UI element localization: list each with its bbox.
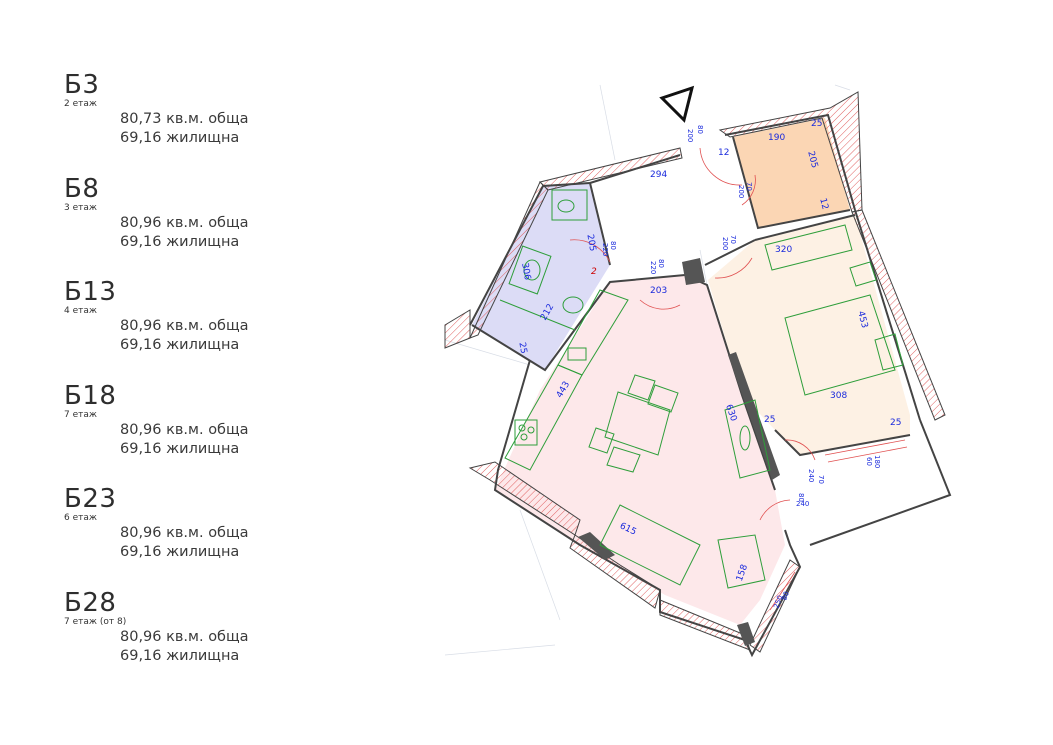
unit-code: Б18 — [64, 380, 117, 411]
toilet-icon — [551, 189, 588, 221]
unit-floor: 7 етаж (от 8) — [64, 616, 127, 627]
dim-door-n: 240 — [796, 500, 809, 508]
unit-total-area: 80,73 кв.м. обща — [120, 111, 249, 127]
dim-bath-door: 205 — [584, 234, 597, 253]
unit-total-area: 80,96 кв.м. обща — [120, 318, 249, 334]
dim-door-p: 60 — [865, 457, 873, 466]
north-triangle-icon — [659, 85, 695, 123]
dim-bed-wall-left: 25 — [764, 415, 775, 425]
furniture — [499, 189, 904, 589]
unit-floor: 2 етаж — [64, 99, 97, 109]
dim-storage-wall-top: 25 — [811, 119, 822, 129]
unit-code: Б3 — [64, 70, 100, 100]
unit-code: Б13 — [64, 277, 117, 307]
bathroom-area — [472, 183, 610, 370]
unit-entry-b18[interactable]: Б18 7 етаж 80,96 кв.м. обща 69,16 жилищн… — [64, 381, 364, 485]
shower-icon — [562, 296, 584, 314]
dim-door-h: 220 — [649, 261, 657, 274]
dim-door-g: 80 — [657, 259, 665, 268]
unit-total-area: 80,96 кв.м. обща — [120, 628, 249, 645]
unit-entry-b28[interactable]: Б28 7 етаж (от 8) 80,96 кв.м. обща 69,16… — [64, 588, 364, 692]
dim-bed-wall-right: 25 — [890, 418, 901, 428]
dim-kitchen-door: 203 — [650, 286, 667, 296]
dim-storage-wall-right: 12 — [817, 197, 830, 211]
unit-floor: 6 етаж — [64, 513, 97, 523]
unit-code: Б28 — [64, 587, 117, 618]
dim-door-f: 220 — [601, 243, 609, 256]
unit-listing: Б3 2 етаж 80,73 кв.м. обща 69,16 жилищна… — [64, 70, 364, 691]
sink-icon — [567, 347, 587, 361]
unit-total-area: 80,96 кв.м. обща — [120, 525, 249, 541]
room-number: 2 — [591, 267, 597, 277]
unit-living-area: 69,16 жилищна — [120, 647, 240, 664]
floor-plan: 294 205 306 212 25 203 443 615 158 630 3… — [444, 84, 952, 658]
sofa-icon — [599, 504, 701, 586]
dim-storage-width: 190 — [768, 133, 785, 143]
exterior-walls — [444, 91, 946, 653]
dim-door-i: 70 — [729, 235, 737, 244]
unit-total-area: 80,96 кв.м. обща — [120, 421, 249, 438]
armchair-icon — [717, 534, 766, 589]
dim-door-q: 80 — [780, 590, 791, 601]
table-icon — [604, 391, 671, 456]
unit-entry-b8[interactable]: Б8 3 етаж 80,96 кв.м. обща 69,16 жилищна — [64, 174, 364, 278]
dim-door-l: 240 — [807, 469, 815, 482]
unit-entry-b13[interactable]: Б13 4 етаж 80,96 кв.м. обща 69,16 жилищн… — [64, 277, 364, 381]
unit-code: Б23 — [64, 484, 117, 514]
unit-entry-b23[interactable]: Б23 6 етаж 80,96 кв.м. обща 69,16 жилищн… — [64, 484, 364, 588]
unit-floor: 4 етаж — [64, 306, 97, 316]
unit-entry-b3[interactable]: Б3 2 етаж 80,73 кв.м. обща 69,16 жилищна — [64, 70, 364, 174]
toilet-icon — [557, 199, 575, 213]
dim-door-c: 70 — [745, 182, 753, 191]
partition-walls — [578, 258, 780, 646]
dim-door-d: 200 — [737, 185, 745, 198]
dim-bath-length: 306 — [519, 262, 532, 281]
sink-icon — [508, 245, 552, 295]
dim-door-m: 80 — [797, 493, 805, 502]
dim-bed-side: 453 — [855, 310, 869, 329]
unit-living-area: 69,16 жилищна — [120, 337, 240, 353]
unit-floor: 7 етаж — [64, 409, 97, 420]
unit-code: Б8 — [64, 173, 100, 204]
unit-living-area: 69,16 жилищна — [120, 130, 240, 146]
dim-door-j: 200 — [721, 237, 729, 250]
unit-living-area: 69,16 жилищна — [120, 544, 240, 560]
door-swings — [569, 147, 908, 611]
bedroom-area — [708, 215, 910, 455]
dim-door-a: 80 — [696, 125, 704, 134]
dim-bath-wall: 25 — [516, 342, 528, 355]
living-room-area — [495, 275, 785, 625]
sink-icon — [523, 259, 541, 281]
stove-icon — [514, 419, 538, 446]
dim-bed-bottom: 308 — [830, 391, 847, 401]
dim-storage-wall-left: 12 — [718, 148, 729, 158]
unit-total-area: 80,96 кв.м. обща — [120, 214, 249, 231]
dim-storage-height: 205 — [805, 150, 819, 169]
unit-living-area: 69,16 жилищна — [120, 233, 240, 250]
dim-door-e: 80 — [609, 241, 617, 250]
dim-door-b: 200 — [686, 129, 694, 142]
bed-icon — [784, 294, 896, 396]
unit-floor: 3 етаж — [64, 202, 97, 213]
storage-room-area — [733, 118, 850, 228]
dim-hall-width: 294 — [650, 170, 667, 180]
unit-living-area: 69,16 жилищна — [120, 440, 240, 457]
dim-door-o: 180 — [873, 455, 881, 468]
dim-bed-top: 320 — [775, 245, 792, 255]
dim-door-k: 70 — [817, 475, 825, 484]
